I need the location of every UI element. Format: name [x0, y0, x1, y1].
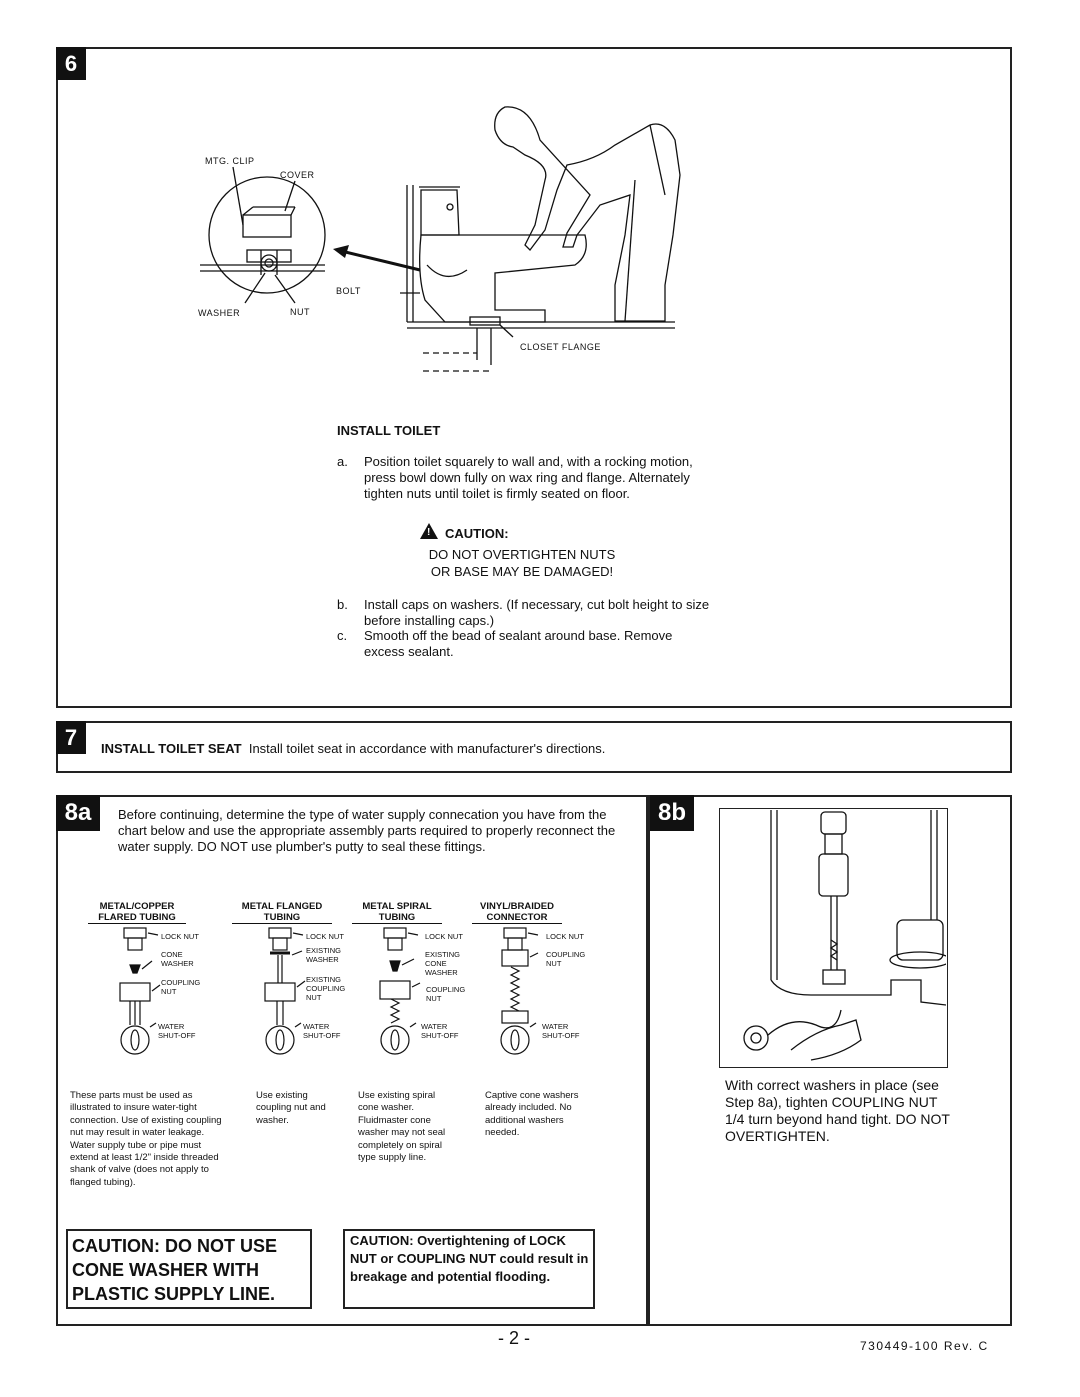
caution-overtightening-box: CAUTION: Overtightening of LOCK NUT or C… [343, 1229, 595, 1309]
col3-label-water-shutoff: WATER SHUT-OFF [421, 1022, 459, 1040]
caution-overtightening-text: CAUTION: Overtightening of LOCK NUT or C… [350, 1233, 589, 1284]
step8a-number: 8a [56, 795, 100, 831]
step8b-illustration-frame [719, 808, 948, 1068]
col3-label-existing-cone-washer: EXISTING CONE WASHER [425, 950, 461, 977]
step6-item-b: Install caps on washers. (If necessary, … [364, 597, 710, 628]
column-header-metal-copper: METAL/COPPER FLARED TUBING [88, 901, 186, 924]
col2-label-existing-coupling-nut: EXISTING COUPLING NUT [306, 975, 346, 1002]
step6-caution-title: CAUTION: [445, 526, 509, 541]
coupling-nut-illustration [743, 810, 946, 1061]
col2-label-water-shutoff: WATER SHUT-OFF [303, 1022, 341, 1040]
step6-heading: INSTALL TOILET [337, 423, 441, 438]
document-number: 730449-100 Rev. C [860, 1339, 989, 1353]
step8b-number: 8b [650, 795, 694, 831]
col1-label-coupling-nut: COUPLING NUT [161, 978, 201, 996]
supply-connections-illustration [119, 927, 539, 1055]
col3-label-coupling-nut: COUPLING NUT [426, 985, 466, 1003]
col1-label-water-shutoff: WATER SHUT-OFF [158, 1022, 196, 1040]
col1-note: These parts must be used as illustrated … [70, 1090, 222, 1188]
col4-label-lock-nut: LOCK NUT [546, 932, 584, 941]
label-nut: NUT [290, 307, 310, 317]
label-closet-flange: CLOSET FLANGE [520, 342, 601, 352]
col1-label-cone-washer: CONE WASHER [161, 950, 194, 968]
step8a-intro: Before continuing, determine the type of… [118, 807, 616, 854]
install-toilet-illustration [200, 106, 681, 372]
col4-label-coupling-nut: COUPLING NUT [546, 950, 586, 968]
label-mtg-clip: MTG. CLIP [205, 156, 255, 166]
label-cover: COVER [280, 170, 315, 180]
step7-text: INSTALL TOILET SEAT Install toilet seat … [101, 741, 605, 756]
step6-caution-line1: DO NOT OVERTIGHTEN NUTS [428, 547, 616, 562]
step8b-panel [648, 795, 1012, 1326]
caution-cone-washer-text: CAUTION: DO NOT USE CONE WASHER WITH PLA… [72, 1236, 277, 1304]
step6-item-c: Smooth off the bead of sealant around ba… [364, 628, 673, 659]
step6-panel [56, 47, 1012, 708]
step7-number: 7 [56, 721, 86, 754]
label-bolt: BOLT [336, 286, 361, 296]
label-washer: WASHER [198, 308, 241, 318]
column-header-metal-flanged: METAL FLANGED TUBING [232, 901, 332, 924]
step6-item-b-letter: b. [337, 597, 348, 612]
col3-label-lock-nut: LOCK NUT [425, 932, 463, 941]
step8b-text: With correct washers in place (see Step … [725, 1077, 950, 1144]
step6-item-a-letter: a. [337, 454, 348, 469]
step6-caution-line2: OR BASE MAY BE DAMAGED! [430, 564, 614, 579]
col2-label-existing-washer: EXISTING WASHER [306, 946, 342, 964]
step6-item-a: Position toilet squarely to wall and, wi… [364, 454, 693, 501]
warning-icon [420, 523, 438, 539]
step7-body: Install toilet seat in accordance with m… [248, 741, 606, 756]
column-header-vinyl-braided: VINYL/BRAIDED CONNECTOR [472, 901, 562, 924]
step8a-panel [56, 795, 648, 1326]
col2-note: Use existing coupling nut and washer. [256, 1090, 326, 1126]
step6-item-c-letter: c. [337, 628, 348, 643]
col4-label-water-shutoff: WATER SHUT-OFF [542, 1022, 580, 1040]
step6-number: 6 [56, 47, 86, 80]
col4-note: Captive cone washers already included. N… [485, 1090, 579, 1139]
page-number: - 2 - [498, 1328, 531, 1348]
col1-label-lock-nut: LOCK NUT [161, 932, 199, 941]
caution-cone-washer-box: CAUTION: DO NOT USE CONE WASHER WITH PLA… [66, 1229, 312, 1309]
step7-heading: INSTALL TOILET SEAT [101, 741, 242, 756]
column-header-metal-spiral: METAL SPIRAL TUBING [352, 901, 442, 924]
col2-label-lock-nut: LOCK NUT [306, 932, 344, 941]
col3-note: Use existing spiral cone washer. Fluidma… [358, 1090, 446, 1164]
